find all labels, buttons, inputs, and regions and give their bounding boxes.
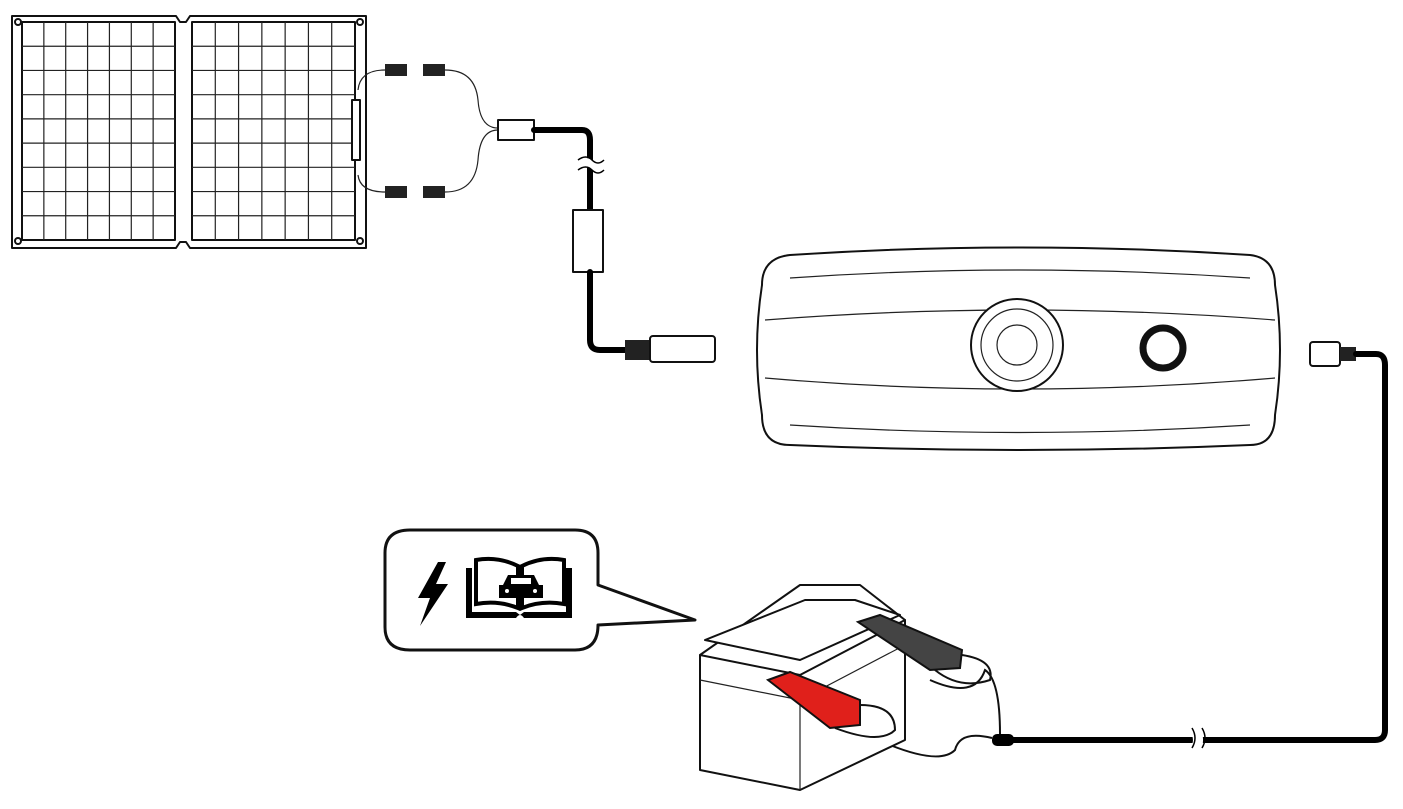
- negative-clamp: [855, 613, 992, 685]
- lightning-icon: [418, 562, 448, 626]
- power-station: [756, 246, 1281, 451]
- positive-clamp: [765, 670, 897, 739]
- manual-callout: [383, 528, 697, 652]
- power-button: [1139, 324, 1187, 372]
- solar-panel: [11, 15, 367, 249]
- vehicle-manual-icon: [466, 556, 572, 618]
- y-splitter-cable: [351, 64, 716, 363]
- fan-vent: [970, 298, 1064, 392]
- output-cable: [854, 341, 1388, 758]
- inline-controller: [572, 209, 604, 273]
- input-plug: [649, 335, 716, 363]
